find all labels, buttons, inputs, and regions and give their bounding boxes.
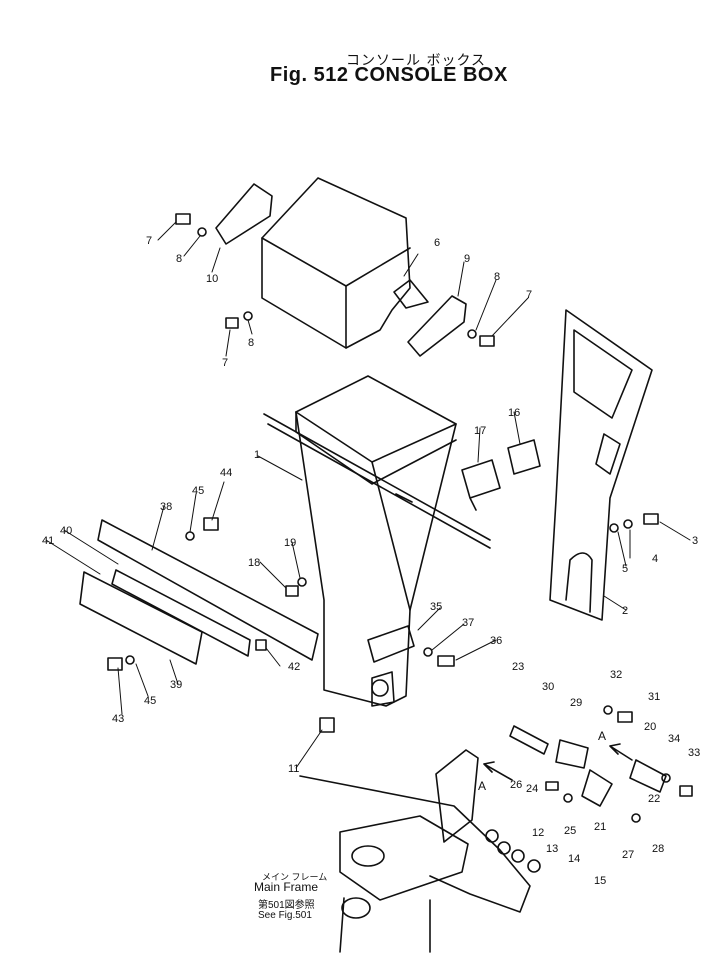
- part-label: 40: [60, 525, 72, 537]
- reference-note: See Fig.501: [258, 910, 312, 921]
- part-label: 37: [462, 617, 474, 629]
- part-label: 36: [490, 635, 502, 647]
- part-label: 3: [692, 535, 698, 547]
- part-label: 14: [568, 853, 580, 865]
- part-label: 12: [532, 827, 544, 839]
- bracket-10: [215, 183, 273, 245]
- clamp-17: [461, 459, 501, 511]
- part-label: 7: [222, 357, 228, 369]
- part-label: 24: [526, 783, 538, 795]
- main-frame-jp: メイン フレーム: [262, 872, 328, 882]
- part-label: 11: [288, 763, 299, 775]
- bracket-35: [367, 625, 415, 663]
- part-label: 30: [542, 681, 554, 693]
- part-label: 13: [546, 843, 558, 855]
- part-label: 2: [622, 605, 628, 617]
- part-label: 28: [652, 843, 664, 855]
- hardware: [107, 213, 693, 873]
- part-label: 22: [648, 793, 660, 805]
- part-label: 33: [688, 747, 700, 759]
- clamp-16: [507, 439, 541, 475]
- part-label: 8: [248, 337, 254, 349]
- leader-lines: [45, 221, 691, 769]
- part-label: 39: [170, 679, 182, 691]
- main-frame-label: Main Frame: [254, 880, 319, 894]
- linkage-assembly: [509, 725, 667, 807]
- side-panel: [549, 309, 653, 621]
- part-label: 7: [526, 289, 532, 301]
- part-label: 9: [464, 253, 470, 265]
- part-label: 18: [248, 557, 260, 569]
- part-label: 45: [144, 695, 156, 707]
- part-label: 43: [112, 713, 124, 725]
- bracket-9: [407, 295, 467, 357]
- section-arrow-2: [609, 743, 633, 761]
- main-frame: [299, 749, 531, 953]
- part-labels: 1 2 3 4 5 6 7 7 7 8 8 8 9 10 11 12 13 14…: [42, 235, 700, 887]
- part-label: 23: [512, 661, 524, 673]
- view-marker: A: [478, 779, 486, 793]
- part-label: 26: [510, 779, 522, 791]
- part-label: 16: [508, 407, 520, 419]
- part-label: 21: [594, 821, 606, 833]
- view-marker: A: [598, 729, 606, 743]
- part-label: 19: [284, 537, 296, 549]
- part-label: 44: [220, 467, 232, 479]
- part-label: 1: [254, 449, 260, 461]
- console-cover: [261, 177, 429, 349]
- part-label: 20: [644, 721, 656, 733]
- part-label: 31: [648, 691, 660, 703]
- part-label: 4: [652, 553, 658, 565]
- part-label: 38: [160, 501, 172, 513]
- part-label: 5: [622, 563, 628, 575]
- part-label: 29: [570, 697, 582, 709]
- part-label: 8: [176, 253, 182, 265]
- console-box-body: [295, 375, 457, 707]
- part-label: 8: [494, 271, 500, 283]
- part-label: 7: [146, 235, 152, 247]
- part-label: 35: [430, 601, 442, 613]
- part-label: 32: [610, 669, 622, 681]
- part-label: 45: [192, 485, 204, 497]
- part-label: 10: [206, 273, 218, 285]
- part-label: 27: [622, 849, 634, 861]
- part-label: 42: [288, 661, 300, 673]
- title-japanese: コンソール ボックス: [346, 53, 487, 69]
- part-label: 17: [474, 425, 486, 437]
- section-arrow: [483, 761, 513, 781]
- reference-jp: 第501図参照: [258, 900, 315, 911]
- shaft: [263, 413, 491, 549]
- figure-title: Fig. 512 CONSOLE BOX: [270, 64, 508, 86]
- part-label: 25: [564, 825, 576, 837]
- part-label: 41: [42, 535, 54, 547]
- part-label: 15: [594, 875, 606, 887]
- part-label: 34: [668, 733, 680, 745]
- part-label: 6: [434, 237, 440, 249]
- rail-plates: [79, 519, 319, 665]
